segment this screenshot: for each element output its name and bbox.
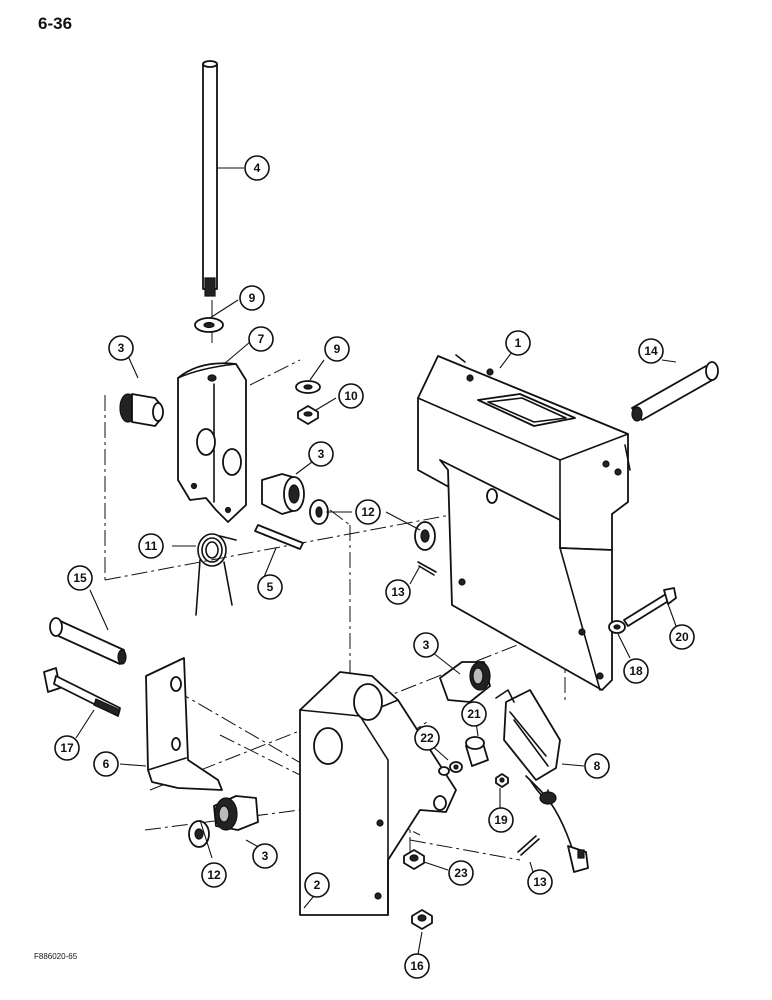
callout-7: 7 — [248, 326, 274, 352]
cotter-pin — [417, 561, 437, 576]
flat-washer — [309, 499, 329, 525]
callout-17: 17 — [54, 735, 80, 761]
washer — [194, 317, 224, 333]
callout-13: 13 — [527, 869, 553, 895]
callout-label: 5 — [267, 580, 274, 594]
spacer — [465, 736, 489, 767]
bushing — [119, 393, 164, 427]
cotter-pin — [517, 835, 540, 856]
roll-pin — [254, 524, 304, 550]
callout-3: 3 — [308, 441, 334, 467]
hex-nut — [411, 909, 433, 930]
callout-label: 3 — [318, 447, 325, 461]
callout-9: 9 — [239, 285, 265, 311]
callout-label: 3 — [423, 638, 430, 652]
callout-label: 3 — [118, 341, 125, 355]
flat-washer — [414, 521, 436, 551]
bolt — [43, 667, 121, 717]
pivot-pin — [49, 617, 127, 665]
callout-16: 16 — [404, 953, 430, 979]
angle-bracket — [145, 657, 223, 791]
callout-label: 17 — [60, 741, 74, 755]
callout-label: 6 — [103, 757, 110, 771]
callout-3: 3 — [252, 843, 278, 869]
lock-washer — [608, 620, 626, 634]
callout-14: 14 — [638, 338, 664, 364]
callout-label: 18 — [629, 664, 643, 678]
callout-label: 22 — [420, 731, 434, 745]
flat-washer — [188, 820, 210, 848]
callout-label: 9 — [249, 291, 256, 305]
callout-20: 20 — [669, 624, 695, 650]
callout-label: 19 — [494, 813, 508, 827]
callout-label: 12 — [361, 505, 375, 519]
callout-label: 9 — [334, 342, 341, 356]
callout-label: 20 — [675, 630, 689, 644]
callout-2: 2 — [304, 872, 330, 898]
callout-label: 11 — [145, 539, 158, 553]
callout-label: 8 — [594, 759, 601, 773]
callout-12: 12 — [201, 862, 227, 888]
callout-1: 1 — [505, 330, 531, 356]
limit-switch — [495, 689, 589, 873]
callout-8: 8 — [584, 753, 610, 779]
callout-label: 2 — [314, 878, 321, 892]
callout-4: 4 — [244, 155, 270, 181]
mounting-bracket — [417, 354, 631, 691]
torsion-spring — [195, 533, 237, 616]
pivot-pin — [631, 361, 719, 422]
callout-label: 16 — [410, 959, 424, 973]
callout-label: 3 — [262, 849, 269, 863]
callout-13: 13 — [385, 579, 411, 605]
callout-label: 12 — [207, 868, 221, 882]
bolt — [623, 587, 677, 627]
callout-label: 15 — [73, 571, 87, 585]
shift-rod — [202, 60, 218, 297]
hex-nut — [495, 773, 509, 788]
callout-10: 10 — [338, 383, 364, 409]
callout-6: 6 — [93, 751, 119, 777]
callout-12: 12 — [355, 499, 381, 525]
callout-label: 10 — [344, 389, 358, 403]
callout-label: 13 — [533, 875, 547, 889]
callout-label: 21 — [467, 707, 481, 721]
bushing — [439, 661, 491, 703]
callout-19: 19 — [488, 807, 514, 833]
callout-label: 7 — [258, 332, 265, 346]
callout-22: 22 — [414, 725, 440, 751]
washer-stack — [438, 761, 463, 776]
callout-label: 14 — [644, 344, 658, 358]
callout-label: 13 — [391, 585, 405, 599]
bushing — [213, 795, 259, 831]
callout-label: 4 — [254, 161, 261, 175]
lever-bracket — [177, 362, 247, 523]
lock-nut — [297, 405, 319, 425]
callout-3: 3 — [108, 335, 134, 361]
callout-label: 1 — [515, 336, 522, 350]
callout-23: 23 — [448, 860, 474, 886]
hex-nut — [403, 849, 425, 870]
callout-21: 21 — [461, 701, 487, 727]
bushing — [261, 473, 305, 515]
callout-11: 11 — [138, 533, 164, 559]
callout-3: 3 — [413, 632, 439, 658]
callout-9: 9 — [324, 336, 350, 362]
figure-code: F886020-65 — [34, 952, 78, 961]
page-number: 6-36 — [38, 14, 73, 33]
washer — [295, 380, 321, 394]
callout-15: 15 — [67, 565, 93, 591]
callout-label: 23 — [454, 866, 468, 880]
callout-5: 5 — [257, 574, 283, 600]
callout-18: 18 — [623, 658, 649, 684]
